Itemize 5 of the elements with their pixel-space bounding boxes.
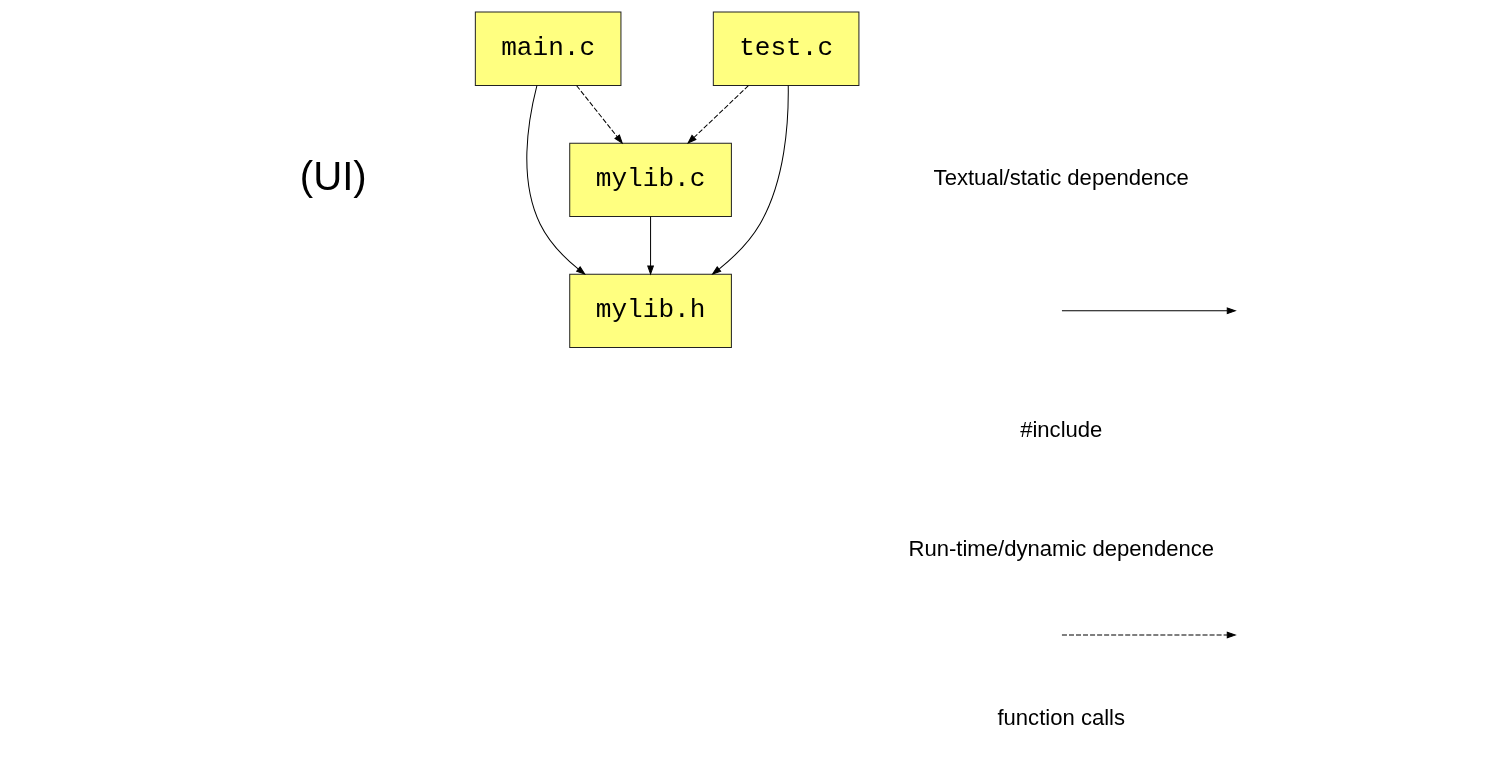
label: (UI) bbox=[299, 153, 367, 199]
label: function calls bbox=[997, 705, 1126, 731]
legend-label: Textual/static dependence bbox=[933, 165, 1189, 191]
legend-label: Run-time/dynamic dependence bbox=[908, 535, 1215, 561]
label: #include bbox=[1020, 417, 1103, 443]
